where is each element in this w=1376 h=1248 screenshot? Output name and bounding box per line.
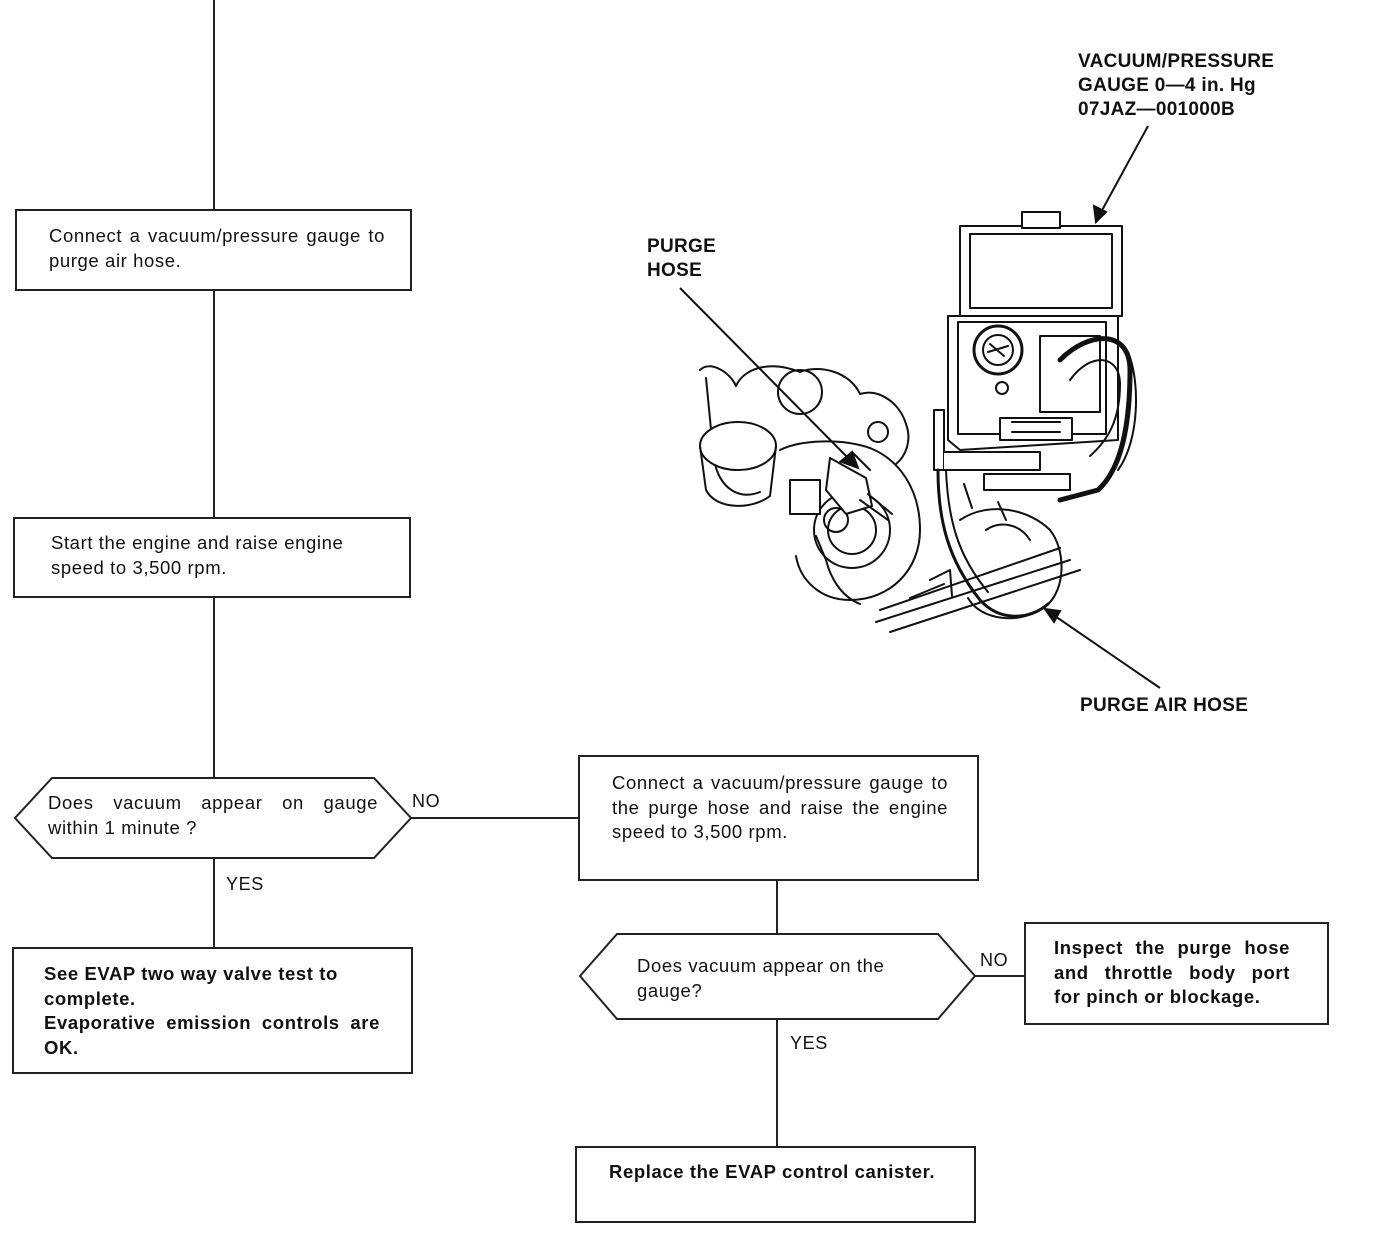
action-inspect-text: Inspect the purge hose and throttle body… [1054, 937, 1290, 1007]
action-replace-text: Replace the EVAP control canister. [609, 1161, 936, 1182]
step-connect-gauge-box: Connect a vacuum/pressure gauge to purge… [15, 209, 412, 291]
purge-hose-label-2: HOSE [647, 260, 703, 281]
gauge-label-3: 07JAZ—001000B [1078, 99, 1236, 120]
step-connect-purge-hose-box: Connect a vacuum/pressure gauge to the p… [578, 755, 979, 881]
branch-yes-2: YES [790, 1033, 828, 1053]
action-inspect-box: Inspect the purge hose and throttle body… [1024, 922, 1329, 1025]
result-ok-box: See EVAP two way valve test to complete.… [12, 947, 413, 1074]
step-start-engine-text: Start the engine and raise engine speed … [51, 532, 344, 578]
action-replace-box: Replace the EVAP control canister. [575, 1146, 976, 1223]
result-ok-text-2: Evaporative emission controls are OK. [44, 1012, 380, 1058]
step-start-engine-box: Start the engine and raise engine speed … [13, 517, 411, 598]
decision-shape-1 [13, 777, 413, 859]
decision-vacuum-gauge-text: Does vacuum appear on the gauge? [637, 955, 885, 1001]
purge-hose-label-1: PURGE [647, 236, 717, 257]
gauge-label-1: VACUUM/PRESSURE [1078, 51, 1275, 72]
gauge-label-2: GAUGE 0—4 in. Hg [1078, 75, 1256, 96]
engine-gauge-illustration [699, 211, 1138, 633]
leader-arrows [679, 125, 1161, 689]
decision-vacuum-1min-text: Does vacuum appear on gauge within 1 min… [48, 792, 378, 838]
purge-air-hose-label: PURGE AIR HOSE [1080, 695, 1249, 716]
branch-no-2: NO [980, 950, 1009, 970]
decision-shape-2 [578, 933, 977, 1020]
step-connect-gauge-text: Connect a vacuum/pressure gauge to purge… [49, 225, 385, 271]
branch-no-1: NO [412, 791, 441, 811]
branch-yes-1: YES [226, 874, 264, 894]
result-ok-text-1: See EVAP two way valve test to complete. [44, 963, 338, 1009]
step-connect-purge-hose-text: Connect a vacuum/pressure gauge to the p… [612, 772, 948, 842]
